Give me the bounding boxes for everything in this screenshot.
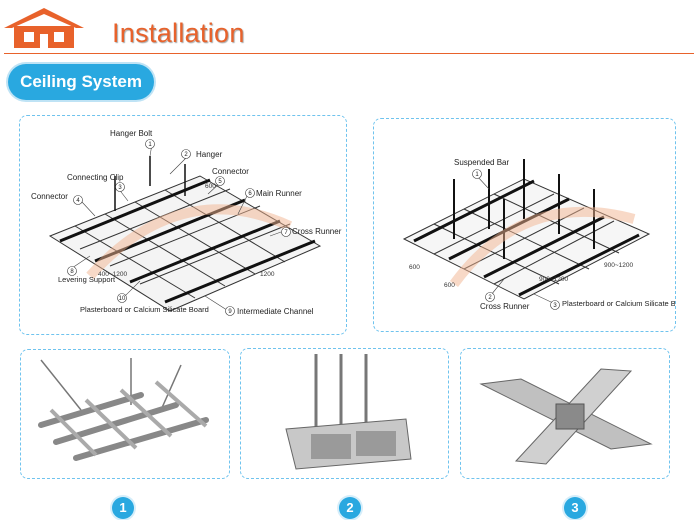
label-suspended-bar: Suspended Bar [454, 158, 509, 167]
num-2: 2 [184, 152, 188, 158]
num-9: 9 [228, 309, 232, 315]
section-badge: Ceiling System [8, 64, 154, 100]
ceiling-exploded-diagram: 1 2 3 4 5 6 7 8 9 10 Hanger Bolt Hanger … [19, 115, 347, 335]
num-3: 3 [118, 185, 122, 191]
suspended-grid-diagram: 1 2 3 Suspended Bar Cross Runner Plaster… [373, 118, 676, 332]
install-photo-connector [460, 348, 670, 479]
step-1-badge: 1 [112, 497, 134, 519]
page-title: Installation [112, 18, 245, 48]
dim-1200: 1200 [260, 271, 275, 278]
label-connecting-clip: Connecting Clip [67, 173, 124, 182]
num-6: 6 [248, 191, 252, 197]
label-cross-runner: Cross Runner [292, 227, 342, 236]
dim-600-b: 600 [444, 282, 455, 289]
num-1: 1 [475, 172, 479, 178]
house-logo-icon [4, 8, 84, 48]
label-plasterboard: Plasterboard or Calcium Silicate Board [80, 305, 209, 314]
num-10: 10 [119, 296, 126, 302]
dim-900-1200-b: 900~1200 [604, 262, 633, 269]
dim-600-a: 600 [409, 264, 420, 271]
label-intermediate-channel: Intermediate Channel [237, 307, 314, 316]
dim-600: 600 [205, 183, 216, 190]
install-photo-grid [20, 349, 230, 479]
num-2: 2 [488, 295, 492, 301]
num-3: 3 [553, 303, 557, 309]
dim-400-1200: 400~1200 [98, 271, 127, 278]
dim-900-1200-a: 900~1200 [539, 276, 568, 283]
label-main-runner: Main Runner [256, 189, 302, 198]
label-plasterboard: Plasterboard or Calcium Silicate Board [562, 299, 675, 308]
num-8: 8 [70, 269, 74, 275]
label-cross-runner: Cross Runner [480, 302, 530, 311]
install-photo-hanger [240, 348, 449, 479]
num-4: 4 [76, 198, 80, 204]
step-2-badge: 2 [339, 497, 361, 519]
label-connector-left: Connector [31, 192, 68, 201]
label-hanger-bolt: Hanger Bolt [110, 129, 153, 138]
header-divider [4, 53, 694, 54]
num-5: 5 [218, 179, 222, 185]
num-7: 7 [284, 230, 288, 236]
step-3-badge: 3 [564, 497, 586, 519]
label-levering-support: Levering Support [58, 275, 116, 284]
label-hanger: Hanger [196, 150, 223, 159]
label-connector-top: Connector [212, 167, 249, 176]
num-1: 1 [148, 142, 152, 148]
